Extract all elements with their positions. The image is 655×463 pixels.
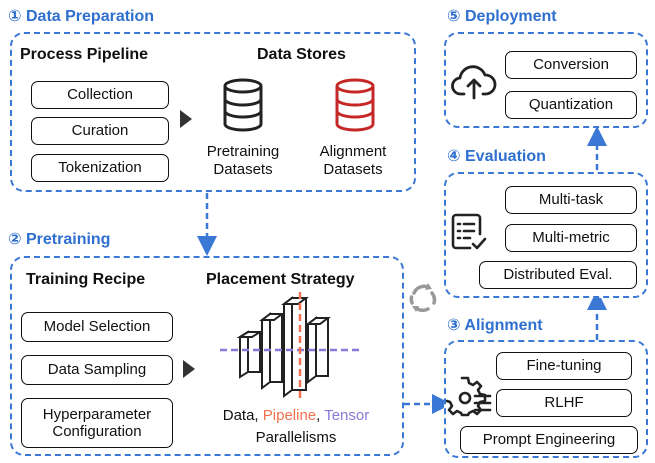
distributed-eval-step: Distributed Eval.: [479, 261, 637, 289]
checklist-icon: [451, 213, 487, 250]
alignment-store-line1: Alignment: [319, 143, 387, 160]
hyperparameter-configuration-step: Hyperparameter Configuration: [21, 398, 173, 448]
pretraining-title: ② Pretraining: [8, 231, 111, 248]
gear-list-icon: [445, 376, 492, 417]
quantization-step: Quantization: [505, 91, 637, 119]
deployment-title: ⑤ Deployment: [447, 8, 557, 25]
rlhf-step: RLHF: [496, 389, 632, 417]
pretraining-store-line2: Datasets: [213, 161, 273, 178]
data-parallel-label: Data,: [222, 407, 263, 424]
cycle-icon: [409, 283, 437, 313]
collection-step: Collection: [31, 81, 169, 109]
database-icon: [335, 78, 375, 132]
curation-step: Curation: [31, 117, 169, 145]
arrow-right-icon: [183, 360, 195, 378]
process-pipeline-heading: Process Pipeline: [20, 46, 149, 63]
data-preparation-title: ① Data Preparation: [8, 8, 155, 25]
parallelisms-line1: Data, Pipeline, Tensor: [196, 407, 396, 425]
database-icon: [223, 78, 263, 132]
placement-strategy-heading: Placement Strategy: [206, 271, 355, 288]
alignment-title: ③ Alignment: [447, 317, 543, 334]
data-stores-heading: Data Stores: [257, 46, 346, 63]
parallelisms-line2: Parallelisms: [255, 429, 337, 446]
hyperparameter-line: Hyperparameter: [42, 405, 152, 423]
parallel-separator: ,: [316, 407, 325, 424]
data-sampling-step: Data Sampling: [21, 355, 173, 385]
tensor-parallel-label: Tensor: [324, 407, 370, 424]
fine-tuning-step: Fine-tuning: [496, 352, 632, 380]
pretraining-datasets-label: Pretraining Datasets: [193, 143, 293, 179]
prompt-engineering-step: Prompt Engineering: [460, 426, 638, 454]
multi-task-step: Multi-task: [505, 186, 637, 214]
multi-metric-step: Multi-metric: [505, 224, 637, 252]
alignment-store-line2: Datasets: [323, 161, 383, 178]
conversion-step: Conversion: [505, 51, 637, 79]
pretraining-store-line1: Pretraining: [206, 143, 280, 160]
tokenization-step: Tokenization: [31, 154, 169, 182]
configuration-line: Configuration: [52, 423, 142, 440]
cloud-upload-icon: [451, 65, 497, 100]
pipeline-parallel-label: Pipeline: [262, 407, 317, 424]
training-recipe-heading: Training Recipe: [26, 271, 146, 288]
arrow-right-icon: [180, 110, 192, 128]
alignment-datasets-label: Alignment Datasets: [303, 143, 403, 179]
parallelism-blocks-illustration: [220, 292, 360, 402]
evaluation-title: ④ Evaluation: [447, 148, 546, 165]
model-selection-step: Model Selection: [21, 312, 173, 342]
